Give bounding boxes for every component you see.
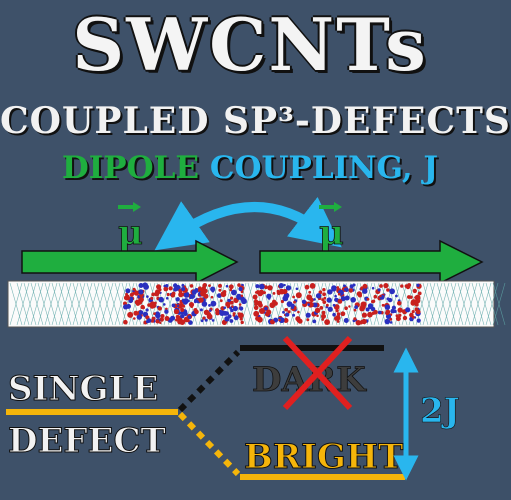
dipole-symbol-left: μ (118, 213, 143, 253)
diagram-canvas: SWCNTs COUPLED SP³-DEFECTS DIPOLE COUPLI… (0, 2, 511, 481)
dipole-vector-head-left (133, 202, 141, 212)
dipole-arrow-right (259, 239, 484, 285)
dark-cross-icon (282, 335, 353, 411)
dipole-symbol-right: μ (319, 213, 344, 253)
dipole-arrow-left (21, 239, 239, 285)
connector-to-bright (177, 411, 241, 477)
coupling-arc-arrow (154, 196, 342, 251)
nanotube (7, 280, 506, 328)
nanotube-body (7, 280, 495, 328)
nanotube-defects (123, 282, 422, 326)
coupling-heading-dipole: DIPOLE (61, 150, 200, 186)
label-single: SINGLE (8, 369, 158, 409)
dipole-vector-head-right (334, 202, 342, 212)
label-defect: DEFECT (8, 421, 166, 461)
label-bright: BRIGHT (244, 437, 403, 477)
connector-to-dark (177, 349, 241, 413)
coupling-heading-coupling: COUPLING, J (209, 150, 439, 186)
diagram-graphics: μ μ SINGLE DEFECT DARK BRIGHT 2J (6, 196, 506, 481)
label-splitting: 2J (420, 391, 460, 431)
title: SWCNTs (72, 2, 428, 87)
subtitle: COUPLED SP³-DEFECTS (0, 100, 511, 142)
coupling-heading: DIPOLE COUPLING, J (0, 150, 500, 186)
